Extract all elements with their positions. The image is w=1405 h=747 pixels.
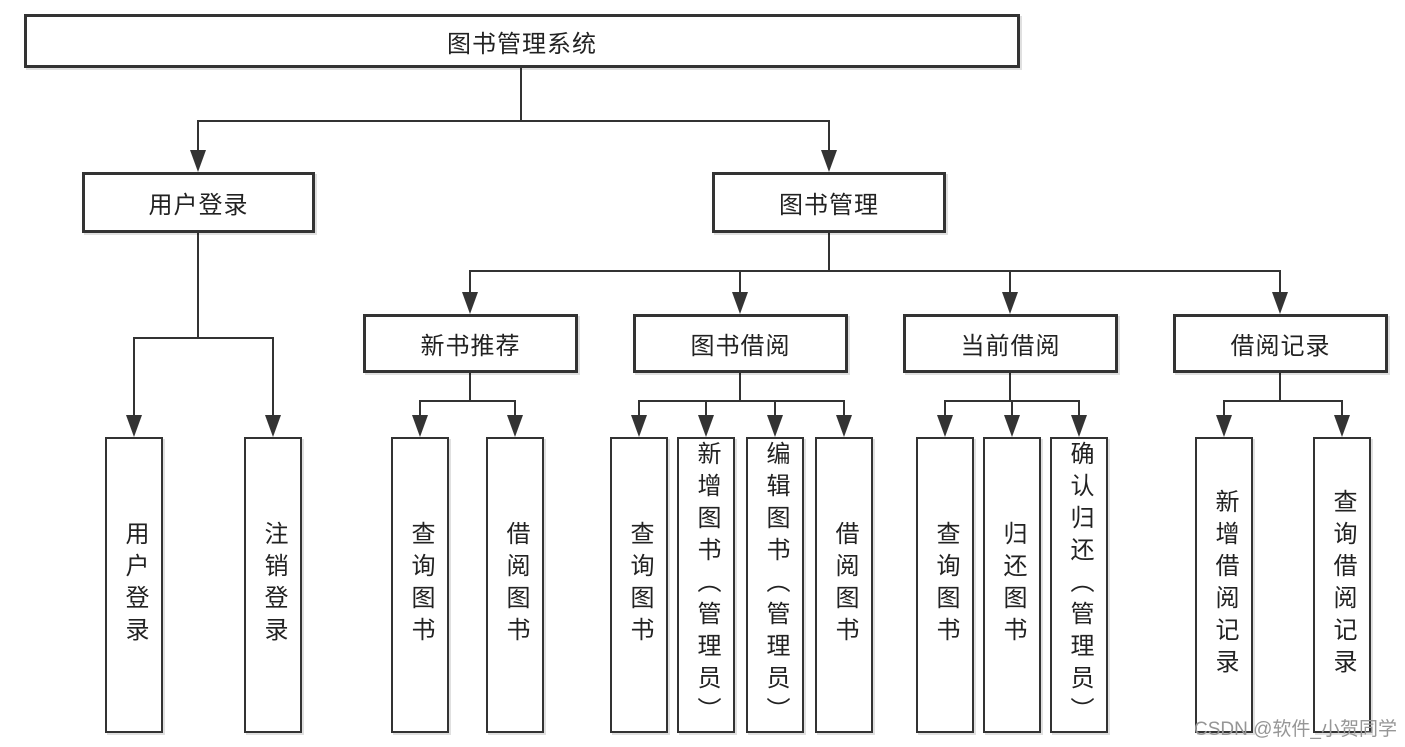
arrow-down-icon <box>1002 292 1018 314</box>
arrow-down-icon <box>1334 415 1350 437</box>
leaf-current-confirm-return-admin: 确认归还（管理员） <box>1050 437 1108 733</box>
connector-line <box>1009 373 1011 402</box>
leaf-record-add-borrow-record: 新增借阅记录 <box>1195 437 1253 733</box>
connector-line <box>469 270 1281 272</box>
connector-line <box>739 270 741 294</box>
connector-line <box>419 400 421 417</box>
arrow-down-icon <box>126 415 142 437</box>
connector-line <box>638 400 845 402</box>
csdn-watermark: CSDN @软件_小贺同学 <box>1194 719 1397 740</box>
connector-line <box>1341 400 1343 417</box>
connector-line <box>1011 400 1013 417</box>
arrow-down-icon <box>1272 292 1288 314</box>
connector-line <box>739 373 741 402</box>
leaf-borrow-query-book: 查询图书 <box>610 437 668 733</box>
connector-line <box>828 233 830 272</box>
node-new-book-recommend: 新书推荐 <box>363 314 578 373</box>
arrow-down-icon <box>507 415 523 437</box>
arrow-down-icon <box>698 415 714 437</box>
connector-line <box>1279 270 1281 294</box>
arrow-down-icon <box>412 415 428 437</box>
node-current-borrow: 当前借阅 <box>903 314 1118 373</box>
connector-line <box>197 233 199 339</box>
connector-line <box>774 400 776 417</box>
leaf-record-query-borrow-record: 查询借阅记录 <box>1313 437 1371 733</box>
arrow-down-icon <box>767 415 783 437</box>
connector-line <box>638 400 640 417</box>
arrow-down-icon <box>462 292 478 314</box>
leaf-logout: 注销登录 <box>244 437 302 733</box>
connector-line <box>133 337 274 339</box>
connector-line <box>419 400 516 402</box>
connector-line <box>520 68 522 122</box>
connector-line <box>1009 270 1011 294</box>
connector-line <box>469 373 471 402</box>
connector-line <box>1223 400 1225 417</box>
connector-line <box>1223 400 1343 402</box>
node-root: 图书管理系统 <box>24 14 1020 68</box>
arrow-down-icon <box>265 415 281 437</box>
arrow-down-icon <box>190 150 206 172</box>
leaf-current-query-book: 查询图书 <box>916 437 974 733</box>
connector-line <box>197 120 830 122</box>
node-user-login: 用户登录 <box>82 172 315 233</box>
arrow-down-icon <box>732 292 748 314</box>
node-borrow-record: 借阅记录 <box>1173 314 1388 373</box>
arrow-down-icon <box>937 415 953 437</box>
arrow-down-icon <box>1071 415 1087 437</box>
leaf-borrow-add-book-admin: 新增图书（管理员） <box>677 437 735 733</box>
arrow-down-icon <box>1216 415 1232 437</box>
arrow-down-icon <box>1004 415 1020 437</box>
connector-line <box>469 270 471 294</box>
connector-line <box>828 120 830 152</box>
leaf-user-login: 用户登录 <box>105 437 163 733</box>
leaf-current-return-book: 归还图书 <box>983 437 1041 733</box>
connector-line <box>944 400 946 417</box>
connector-line <box>1078 400 1080 417</box>
arrow-down-icon <box>836 415 852 437</box>
connector-line <box>843 400 845 417</box>
connector-line <box>133 337 135 417</box>
arrow-down-icon <box>821 150 837 172</box>
leaf-borrow-edit-book-admin: 编辑图书（管理员） <box>746 437 804 733</box>
leaf-recommend-query-book: 查询图书 <box>391 437 449 733</box>
connector-line <box>514 400 516 417</box>
node-book-management: 图书管理 <box>712 172 946 233</box>
arrow-down-icon <box>631 415 647 437</box>
connector-line <box>705 400 707 417</box>
connector-line <box>272 337 274 417</box>
connector-line <box>1279 373 1281 402</box>
connector-line <box>197 120 199 152</box>
node-book-borrow: 图书借阅 <box>633 314 848 373</box>
leaf-borrow-borrow-book: 借阅图书 <box>815 437 873 733</box>
leaf-recommend-borrow-book: 借阅图书 <box>486 437 544 733</box>
